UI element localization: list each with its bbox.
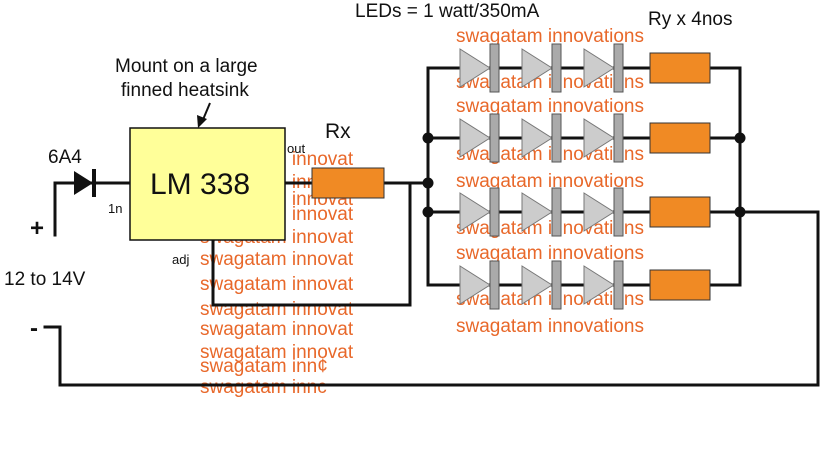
led-symbol [459,187,500,237]
watermark-text: swagatam innc [200,377,327,398]
watermark-text: swagatam innovations [456,26,644,47]
ry-label: Ry x 4nos [648,9,732,30]
regulator-label: LM 338 [150,168,250,201]
rx-label: Rx [325,120,351,143]
ry-resistor [649,52,711,84]
led-symbol [583,43,624,93]
junction-dot [734,132,746,144]
led-symbol [521,113,562,163]
ry-resistor [649,122,711,154]
mount-note-line2: finned heatsink [121,80,249,101]
led-strings [426,43,742,310]
diode-label: 6A4 [48,147,82,168]
watermark-text: swagatam innovat [200,299,354,320]
junction-dot [422,177,434,189]
plus-terminal-label: + [30,215,44,242]
negative-rail-wire [43,210,820,387]
junctions [422,132,746,218]
mount-note-line1: Mount on a large [115,56,258,77]
watermark-text: swagatam innovat [200,319,354,340]
watermark-text: swagatam innovations [456,171,644,192]
diode-symbol [74,169,96,197]
led-symbol [459,260,500,310]
led-symbol [583,113,624,163]
led-symbol [459,43,500,93]
watermark-text: swagatam innovat [200,274,354,295]
watermark-text: swagatam innovat [200,342,354,363]
adj-feedback-wire [211,181,412,307]
ry-resistor [649,269,711,301]
led-symbol [583,187,624,237]
watermark-text: swagatam innovations [456,96,644,117]
led-symbol [583,260,624,310]
ry-resistor [649,196,711,228]
watermark-text: swagatam innovat [200,249,354,270]
watermark-text: swagatam inn¢ [200,356,328,377]
led-spec-label: LEDs = 1 watt/350mA [355,1,540,22]
wires [43,66,820,387]
led-symbol [521,43,562,93]
led-symbol [521,187,562,237]
watermark-text: swagatam innovations [456,243,644,264]
watermark-text: swagatam innovations [456,316,644,337]
junction-dot [422,206,434,218]
junction-dot [422,132,434,144]
pin-adj-label: adj [172,252,189,267]
led-symbol [459,113,500,163]
lm338-regulator [129,127,286,241]
heatsink-arrow [197,102,211,128]
diode-bar [92,169,96,197]
junction-dot [734,206,746,218]
input-wire [53,181,132,237]
pin-out-label: out [287,141,305,156]
minus-terminal-label: - [30,315,38,342]
diode-triangle [74,171,93,195]
led-symbol [521,260,562,310]
rx-resistor [311,167,385,199]
voltage-label: 12 to 14V [4,269,86,290]
pin-in-label: 1n [108,201,122,216]
